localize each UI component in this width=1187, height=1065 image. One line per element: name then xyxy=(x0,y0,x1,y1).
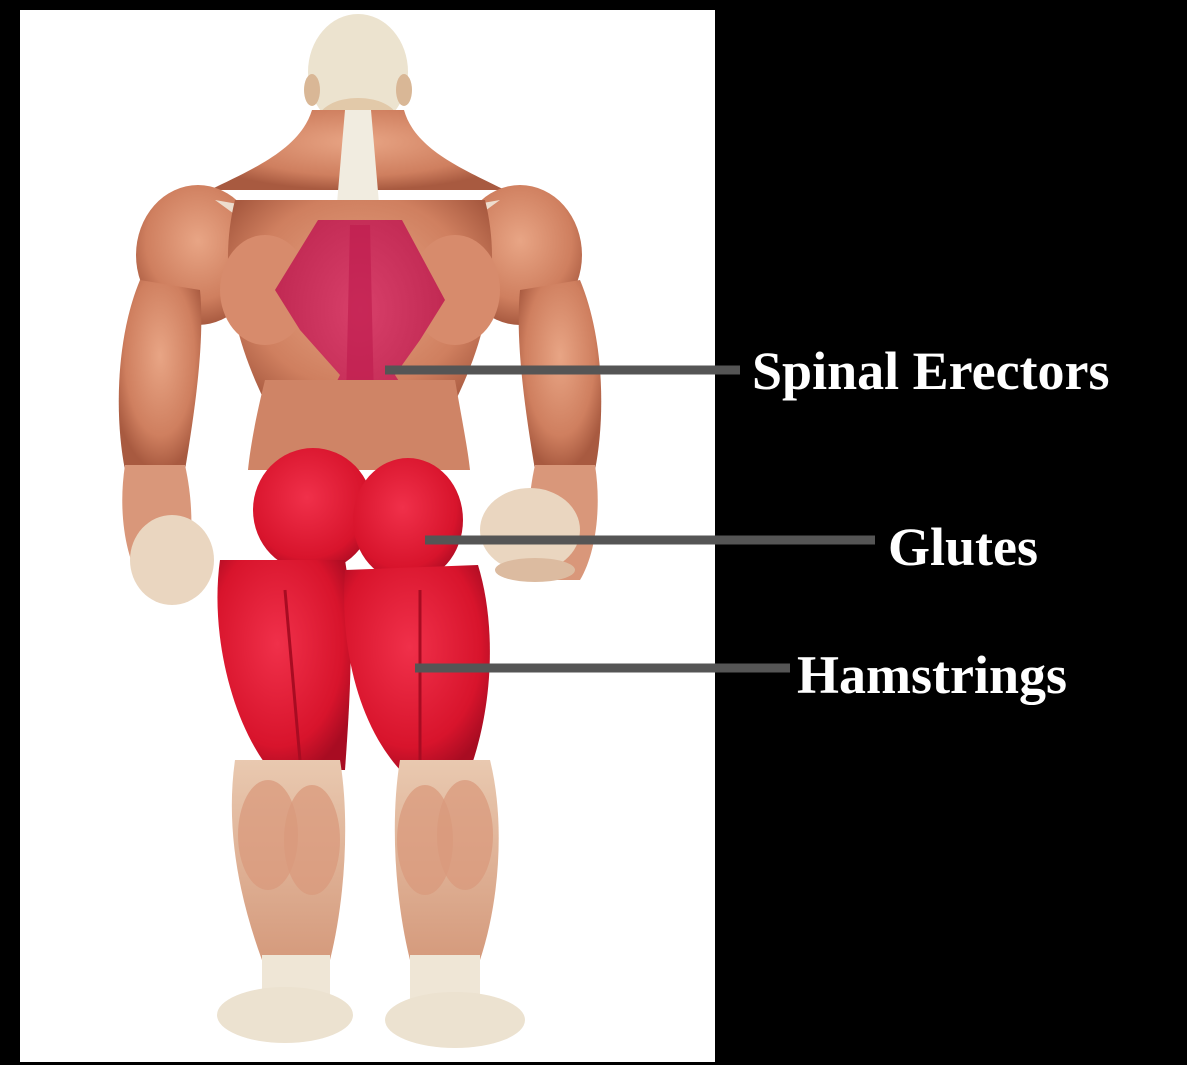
calves xyxy=(232,760,499,1000)
label-hamstrings: Hamstrings xyxy=(797,648,1067,702)
lower-back xyxy=(248,380,470,470)
label-spinal-erectors: Spinal Erectors xyxy=(752,344,1110,398)
trapezius xyxy=(210,110,505,215)
label-glutes: Glutes xyxy=(888,520,1038,574)
hamstrings-highlight xyxy=(217,560,489,770)
feet xyxy=(217,987,525,1048)
